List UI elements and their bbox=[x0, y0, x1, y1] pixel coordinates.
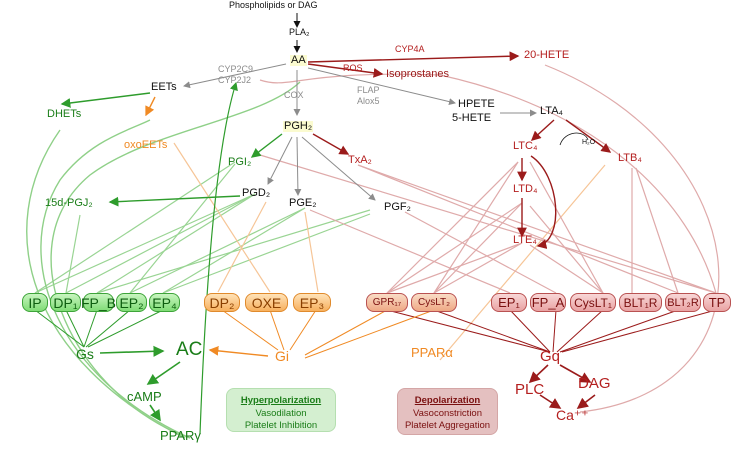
plc-node: PLC bbox=[515, 381, 545, 398]
isoprostanes-node: Isoprostanes bbox=[386, 68, 449, 80]
platelet-inhibition-label: Platelet Inhibition bbox=[244, 420, 318, 431]
txa2-node: TxA₂ bbox=[348, 154, 372, 166]
pgi2-node: PGI₂ bbox=[228, 156, 252, 168]
hyperpolarization-title: Hyperpolarization bbox=[240, 395, 322, 406]
cyp2j2-label: CYP2J2 bbox=[218, 75, 252, 85]
gs-fan bbox=[34, 309, 164, 348]
aa-node: AA bbox=[290, 54, 307, 66]
receptor-fpb: FP_B bbox=[81, 293, 117, 312]
eets-node: EETs bbox=[151, 81, 177, 93]
gq-node: Gq bbox=[540, 348, 561, 365]
ltc4-node: LTC₄ bbox=[513, 140, 538, 152]
dhets-node: DHETs bbox=[47, 108, 82, 120]
pgf2-node: PGF₂ bbox=[384, 201, 411, 213]
cyp2c9-label: CYP2C9 bbox=[218, 64, 254, 74]
cox-label: COX bbox=[284, 90, 304, 100]
h2o-label: H₂O bbox=[582, 139, 596, 146]
effector-arrows bbox=[99, 81, 596, 435]
pparg-node: PPARγ bbox=[160, 428, 201, 443]
ac-node: AC bbox=[176, 339, 203, 360]
receptor-blt1r: BLT₁R bbox=[619, 293, 662, 312]
pge2-node: PGE₂ bbox=[289, 197, 317, 209]
green-curves bbox=[26, 81, 301, 439]
receptor-dp2: DP₂ bbox=[204, 293, 240, 312]
synthesis-arrows bbox=[60, 13, 612, 249]
receptor-ep3: EP₃ bbox=[293, 293, 331, 312]
oxoeets-node: oxoEETs bbox=[124, 139, 168, 151]
receptor-ep1: EP₁ bbox=[491, 293, 527, 312]
flap-label: FLAP bbox=[357, 85, 380, 95]
pgj2-node: 15d-PGJ₂ bbox=[45, 197, 93, 209]
calcium-node: Ca⁺⁺ bbox=[556, 407, 589, 423]
gs-node: Gs bbox=[76, 346, 94, 362]
depolarization-box: Depolarization Vasoconstriction Platelet… bbox=[397, 388, 498, 435]
vasoconstriction-label: Vasoconstriction bbox=[413, 408, 482, 419]
red-ligand-links bbox=[259, 64, 720, 413]
ros-label: ROS bbox=[343, 63, 363, 73]
camp-node: cAMP bbox=[127, 389, 162, 404]
depolarization-title: Depolarization bbox=[414, 395, 481, 406]
pla2-label: PLA₂ bbox=[289, 27, 310, 37]
gi-node: Gi bbox=[275, 348, 289, 364]
green-ligand-links bbox=[34, 161, 371, 294]
receptor-oxe: OXE bbox=[245, 293, 288, 312]
gq-fan bbox=[386, 309, 717, 353]
pgd2-node: PGD₂ bbox=[242, 187, 271, 199]
receptor-blt2r: BLT₂R bbox=[665, 293, 701, 312]
lte4-node: LTE₄ bbox=[513, 234, 537, 246]
hyperpolarization-box: Hyperpolarization Vasodilation Platelet … bbox=[226, 388, 336, 432]
ltd4-node: LTD₄ bbox=[513, 183, 538, 195]
hpete-node: HPETE bbox=[458, 98, 495, 110]
platelet-aggregation-label: Platelet Aggregation bbox=[404, 420, 491, 431]
receptor-tp: TP bbox=[703, 293, 731, 312]
pgh2-node: PGH₂ bbox=[283, 120, 314, 132]
lta4-node: LTA₄ bbox=[540, 105, 564, 117]
receptor-fpa: FP_A bbox=[530, 293, 566, 312]
vasodilation-label: Vasodilation bbox=[255, 408, 307, 419]
receptor-gpr17: GPR₁₇ bbox=[366, 293, 408, 312]
receptor-cyslt1: CysLT₁ bbox=[570, 293, 616, 312]
phospholipids-label: Phospholipids or DAG bbox=[229, 0, 318, 10]
dag-node: DAG bbox=[578, 375, 611, 392]
orange-ligand-links bbox=[173, 142, 606, 361]
alox5-label: Alox5 bbox=[357, 96, 380, 106]
receptor-ep4: EP₄ bbox=[149, 293, 180, 312]
gi-fan bbox=[221, 309, 435, 359]
receptor-dp1: DP₁ bbox=[50, 293, 81, 312]
cyp4a-label: CYP4A bbox=[395, 44, 425, 54]
hete5-node: 5-HETE bbox=[452, 112, 492, 124]
ltb4-node: LTB₄ bbox=[618, 152, 642, 164]
ppara-node: PPARα bbox=[411, 345, 453, 360]
receptor-ep2: EP₂ bbox=[116, 293, 147, 312]
receptor-cyslt2: CysLT₂ bbox=[411, 293, 457, 312]
hete20-node: 20-HETE bbox=[524, 49, 570, 61]
receptor-ip: IP bbox=[22, 293, 48, 312]
